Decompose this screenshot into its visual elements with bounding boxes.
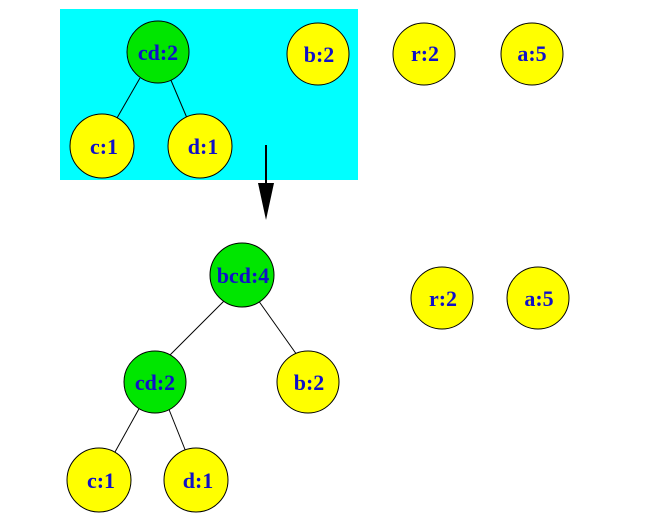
- bottom-node-bcd: bcd:4: [209, 242, 275, 308]
- bottom-node-b: b:2: [276, 350, 340, 414]
- top-node-c-label: c:1: [90, 134, 118, 159]
- top-node-a-label: a:5: [517, 41, 546, 66]
- bottom-node-r-label: r:2: [429, 286, 457, 311]
- top-node-b: b:2: [286, 22, 350, 86]
- bottom-node-c: c:1: [66, 447, 132, 513]
- top-node-c: c:1: [69, 113, 135, 179]
- bottom-node-bcd-label: bcd:4: [217, 263, 270, 288]
- top-node-r: r:2: [392, 22, 456, 86]
- bottom-node-a: a:5: [506, 266, 570, 330]
- bottom-node-d-label: d:1: [183, 468, 214, 493]
- top-node-b-label: b:2: [304, 42, 335, 67]
- bottom-edge-cd-d: [167, 406, 187, 453]
- bottom-node-r: r:2: [410, 266, 474, 330]
- top-edge-cd-c: [116, 77, 141, 119]
- bottom-node-a-label: a:5: [524, 286, 553, 311]
- bottom-node-c-label: c:1: [87, 468, 115, 493]
- top-node-d: d:1: [167, 113, 233, 179]
- top-node-d-label: d:1: [188, 134, 219, 159]
- top-node-cd: cd:2: [126, 20, 190, 84]
- bottom-stage: bcd:4 cd:2 b:2 c:1 d:1 r:2 a:5: [66, 242, 570, 513]
- top-node-cd-label: cd:2: [138, 40, 178, 65]
- top-node-r-label: r:2: [411, 41, 439, 66]
- bottom-edge-bcd-cd: [167, 299, 226, 358]
- bottom-node-d: d:1: [163, 447, 229, 513]
- bottom-node-cd: cd:2: [123, 350, 187, 414]
- bottom-node-cd-label: cd:2: [135, 370, 175, 395]
- top-stage: cd:2 c:1 d:1 b:2 r:2 a:5: [69, 20, 564, 179]
- top-node-a: a:5: [500, 22, 564, 86]
- bottom-edge-bcd-b: [257, 299, 298, 356]
- bottom-edge-cd-c: [114, 406, 141, 453]
- bottom-node-b-label: b:2: [294, 370, 325, 395]
- down-arrow-icon: [258, 145, 274, 220]
- top-edge-cd-d: [169, 77, 188, 119]
